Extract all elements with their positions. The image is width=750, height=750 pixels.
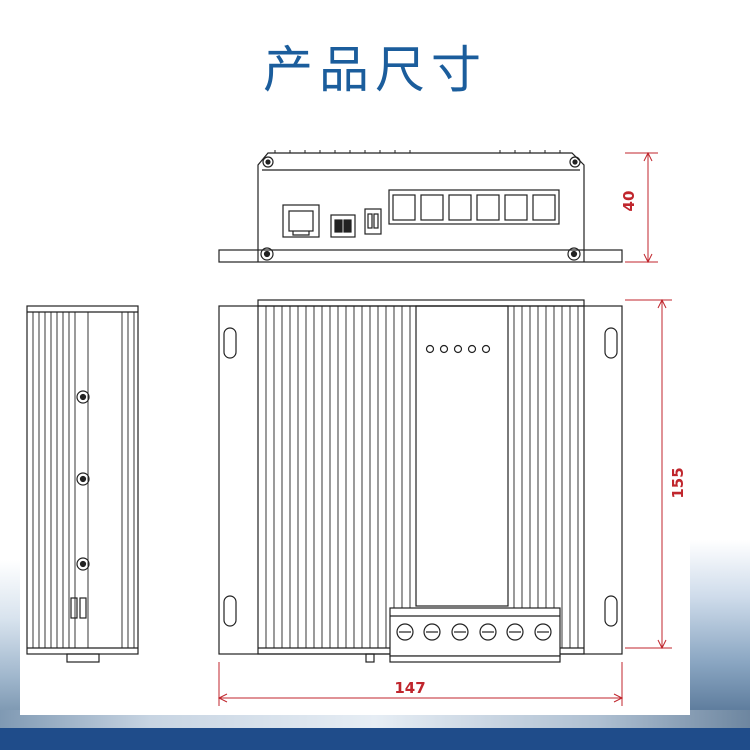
led-hole — [425, 344, 435, 354]
center-panel — [415, 305, 509, 607]
dimension-height — [625, 151, 658, 264]
terminal-screw — [451, 623, 469, 641]
dimension-height-label: 40 — [620, 191, 638, 212]
mounting-slot — [604, 595, 618, 627]
screw — [262, 156, 274, 168]
front-body — [257, 152, 585, 262]
dimension-depth-label: 155 — [669, 467, 687, 498]
front-view — [218, 150, 623, 263]
terminal-screw — [479, 623, 497, 641]
side-screw — [76, 390, 90, 404]
dimension-width-label: 147 — [394, 679, 425, 697]
terminal-screw — [506, 623, 524, 641]
rj45-port — [282, 204, 320, 238]
dimension-width — [217, 662, 624, 706]
mounting-slot — [223, 327, 237, 359]
bottom-bar — [0, 728, 750, 750]
led-hole — [467, 344, 477, 354]
mounting-slot — [223, 595, 237, 627]
screw — [260, 247, 274, 261]
side-screw — [76, 557, 90, 571]
screw — [567, 247, 581, 261]
terminal-screw — [423, 623, 441, 641]
background-photo-right — [690, 540, 750, 728]
terminal-screw — [396, 623, 414, 641]
led-hole — [453, 344, 463, 354]
mounting-slot — [604, 327, 618, 359]
top-view — [218, 299, 623, 663]
side-view — [26, 305, 139, 663]
dimension-depth — [625, 298, 672, 650]
power-connector — [330, 214, 356, 238]
side-screw — [76, 472, 90, 486]
terminal-block — [388, 189, 560, 225]
terminal-screw — [534, 623, 552, 641]
page-title: 产品尺寸 — [263, 41, 487, 99]
led-hole — [439, 344, 449, 354]
front-flange — [218, 249, 623, 263]
led-hole — [481, 344, 491, 354]
screw — [569, 156, 581, 168]
dip-switch — [364, 208, 382, 235]
